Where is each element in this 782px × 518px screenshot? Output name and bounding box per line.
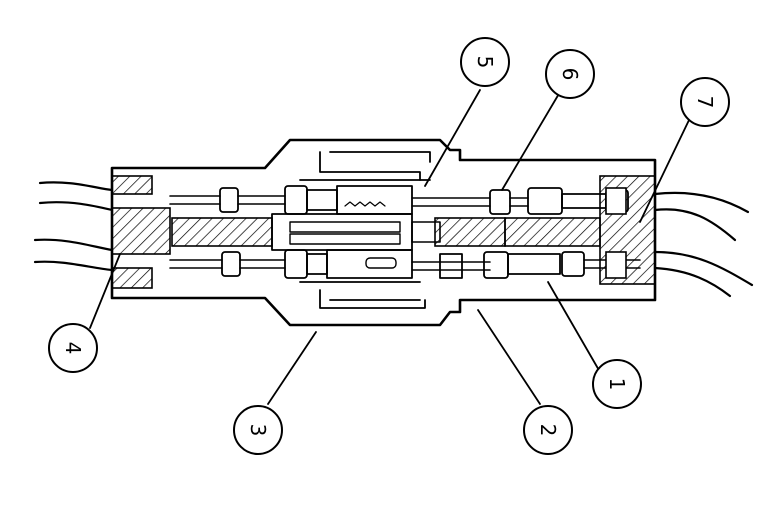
outer-housing [110, 138, 657, 327]
left-cables [33, 181, 114, 272]
leader-lines [89, 89, 691, 405]
callout-label-1: 1 [605, 378, 629, 391]
callout-label-3: 3 [246, 424, 270, 437]
callout-label-6: 6 [558, 68, 582, 81]
callout-4: 4 [48, 323, 98, 373]
callout-7: 7 [680, 77, 730, 127]
right-grommet [599, 175, 656, 285]
central-insert [171, 213, 601, 251]
upper-conductor [169, 185, 629, 215]
callout-1: 1 [592, 359, 642, 409]
callout-2: 2 [523, 405, 573, 455]
callout-label-5: 5 [473, 56, 497, 69]
callout-5: 5 [460, 37, 510, 87]
callout-label-7: 7 [693, 96, 717, 109]
callout-6: 6 [545, 49, 595, 99]
callout-3: 3 [233, 405, 283, 455]
left-grommet [111, 175, 171, 289]
callout-label-2: 2 [536, 424, 560, 437]
lower-conductor [169, 249, 641, 279]
callout-label-4: 4 [61, 342, 85, 355]
right-cables [653, 191, 754, 298]
